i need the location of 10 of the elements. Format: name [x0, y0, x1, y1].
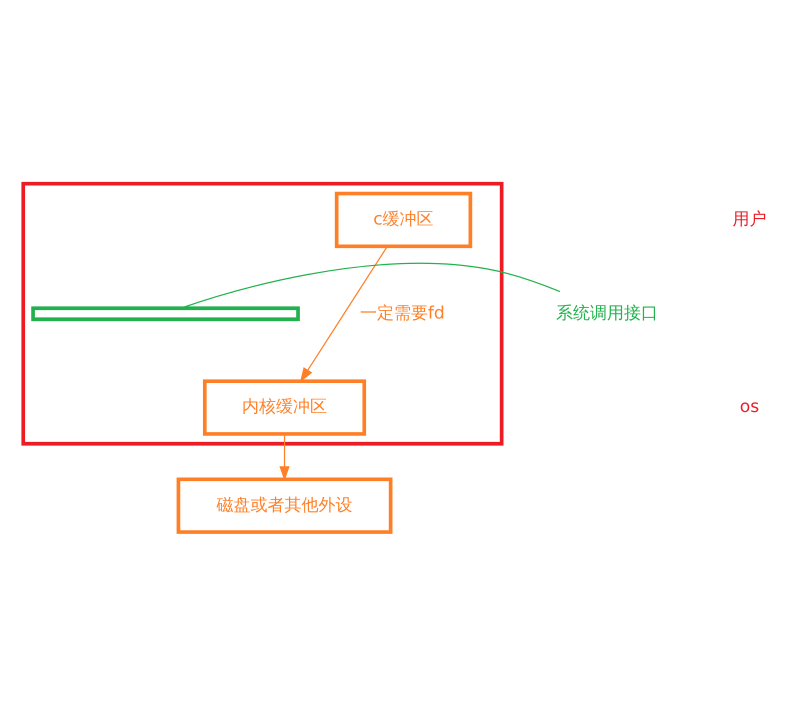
node-text: 系统调用接口: [556, 303, 658, 324]
arrow: [300, 246, 388, 382]
cluster: [21, 182, 504, 446]
node-box: 内核缓冲区: [202, 379, 366, 436]
edge-label: 一定需要fd: [360, 303, 445, 324]
node-bar: [31, 306, 300, 322]
node-box: 磁盘或者其他外设: [176, 478, 392, 534]
label: 用户: [732, 209, 766, 230]
label: os: [740, 397, 760, 418]
node-box: c缓冲区: [334, 192, 472, 248]
